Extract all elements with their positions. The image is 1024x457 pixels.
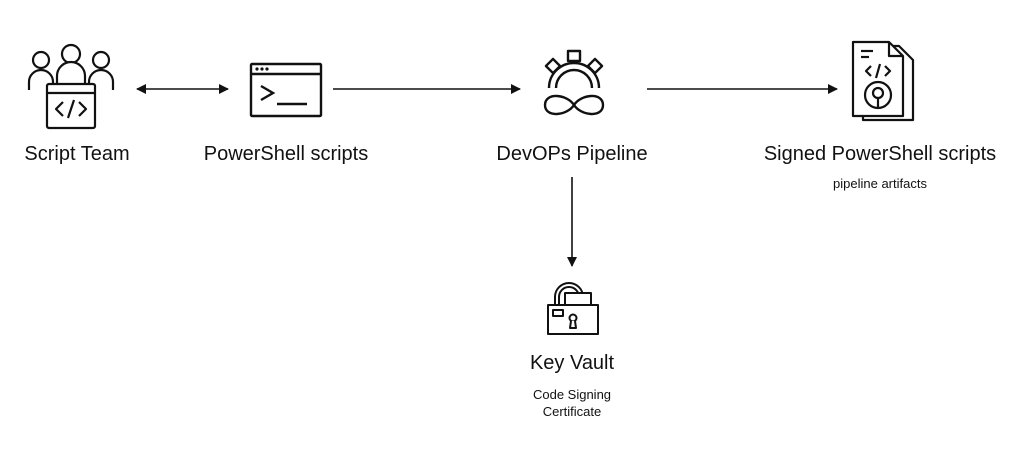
signed-scripts-label: Signed PowerShell scripts: [763, 143, 997, 165]
gear-infinity-icon: [543, 49, 605, 116]
signed-document-icon: [851, 40, 915, 122]
team-code-icon: [27, 43, 115, 130]
pipeline-artifacts-sublabel: pipeline artifacts: [833, 176, 927, 191]
locked-box-icon: [547, 282, 599, 335]
script-team-label: Script Team: [24, 143, 130, 165]
terminal-icon: [249, 62, 323, 118]
certificate-sublabel: Certificate: [542, 404, 602, 419]
code-signing-sublabel: Code Signing: [532, 387, 612, 402]
powershell-scripts-label: PowerShell scripts: [203, 143, 369, 165]
devops-pipeline-label: DevOPs Pipeline: [496, 143, 648, 165]
key-vault-label: Key Vault: [529, 352, 615, 374]
